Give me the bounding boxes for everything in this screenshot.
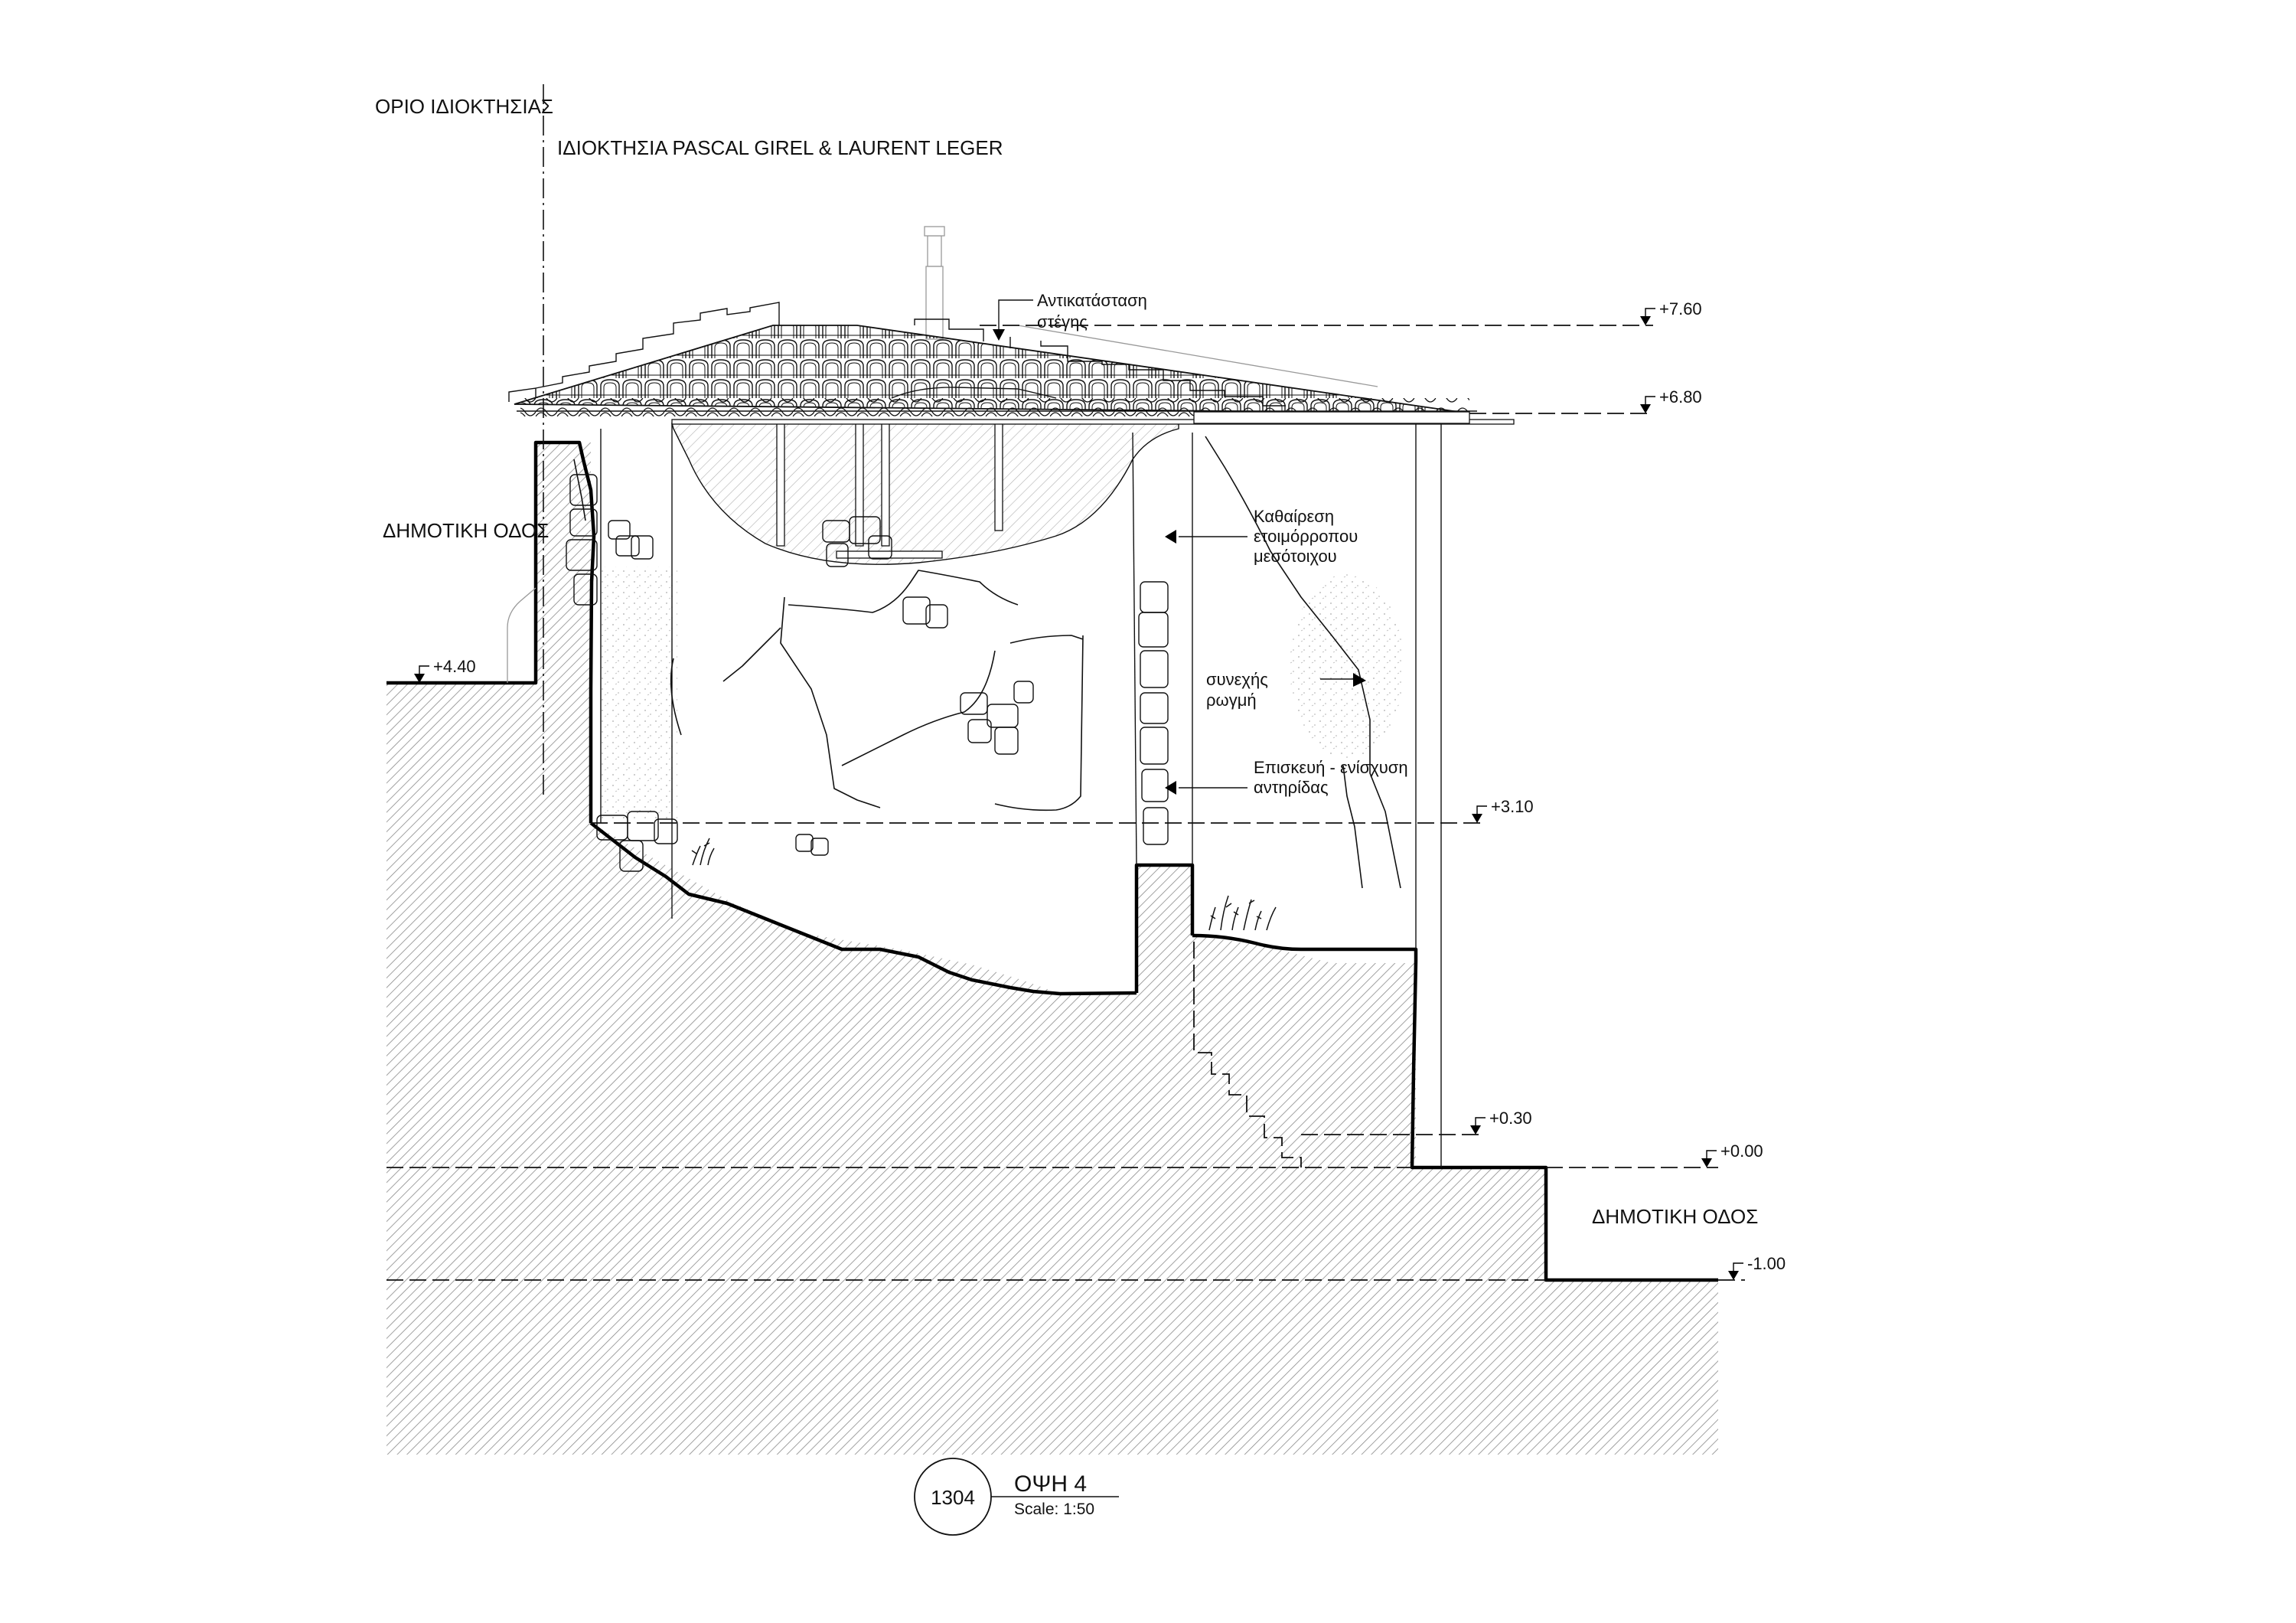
level-triangle-icon	[1701, 1158, 1712, 1167]
roof-underside-hatch	[671, 423, 1179, 565]
level-marker-lvl-440: +4.40	[414, 657, 476, 683]
roof-ridge-steps-right	[914, 318, 1286, 407]
level-label: +4.40	[433, 657, 476, 676]
demolish-wall-note-line3: μεσότοιχου	[1254, 547, 1337, 566]
roof-perspective-line	[1017, 325, 1378, 387]
level-label: -1.00	[1747, 1254, 1786, 1273]
level-marker-lvl-030: +0.30	[1470, 1109, 1532, 1135]
level-lines	[386, 325, 1745, 1281]
title-block: 1304 ΟΨΗ 4 Scale: 1:50	[914, 1458, 1119, 1536]
roof-replacement-note-line2: στέγης	[1037, 312, 1088, 331]
terrain-outline-buttress	[1134, 863, 1195, 993]
level-marker-lvl-000: +0.00	[1701, 1141, 1763, 1167]
crack-leader-arrowhead	[1353, 673, 1366, 687]
building-elevation	[566, 423, 1442, 1167]
neighbor-wall-curve	[507, 587, 536, 683]
view-scale: Scale: 1:50	[1014, 1501, 1094, 1518]
crack-line-secondary	[1342, 765, 1363, 889]
roof-fascia	[671, 419, 1515, 425]
demolish-wall-note-line2: ετοιμόρροπου	[1254, 527, 1358, 546]
demolish-leader-arrowhead	[1165, 530, 1176, 544]
roof-ridge-steps	[508, 302, 780, 402]
vegetation	[691, 838, 1277, 931]
continuous-crack-line	[1205, 436, 1401, 889]
level-triangle-icon	[1640, 316, 1651, 325]
level-marker-lvl-680: +6.80	[1640, 387, 1702, 413]
level-triangle-icon	[414, 674, 425, 683]
level-triangle-icon	[1472, 814, 1482, 823]
level-leader	[1475, 1117, 1486, 1125]
demolish-wall-note-line1: Καθαίρεση	[1254, 507, 1334, 526]
roof-bulge	[891, 387, 1057, 399]
buttress-left-edge	[1132, 432, 1137, 866]
facade-cracks	[573, 459, 1084, 812]
level-label: +0.30	[1489, 1109, 1532, 1128]
terrain-outline-slope	[589, 821, 1137, 996]
plaster-zone-left	[601, 567, 677, 819]
level-triangle-icon	[1640, 404, 1651, 413]
level-label: +7.60	[1659, 299, 1702, 318]
buttress-leader-arrowhead	[1165, 781, 1176, 795]
street-left-label: ΔΗΜΟΤΙΚΗ ΟΔΟΣ	[383, 519, 549, 542]
level-marker-lvl-m100: -1.00	[1728, 1254, 1786, 1280]
level-label: +6.80	[1659, 387, 1702, 407]
level-leader	[1706, 1150, 1717, 1158]
leader-arrows	[993, 299, 1366, 795]
continuous-crack-note-line2: ρωγμή	[1206, 691, 1257, 710]
property-boundary-label: ΟΡΙΟ ΙΔΙΟΚΤΗΣΙΑΣ	[375, 95, 553, 118]
roof	[508, 226, 1515, 425]
window-lintel	[836, 550, 943, 559]
roof-replacement-note-line1: Αντικατάσταση	[1037, 291, 1147, 310]
level-label: +0.00	[1720, 1141, 1763, 1161]
roof-leader-arrowhead	[993, 329, 1005, 341]
labels: ΟΡΙΟ ΙΔΙΟΚΤΗΣΙΑΣ ΙΔΙΟΚΤΗΣΙΑ PASCAL GIREL…	[375, 95, 1758, 1228]
hidden-stair	[1193, 942, 1302, 1167]
level-marker-lvl-760: +7.60	[1640, 299, 1702, 325]
view-title: ΟΨΗ 4	[1014, 1471, 1087, 1497]
neighbor-property-label: ΙΔΙΟΚΤΗΣΙΑ PASCAL GIREL & LAURENT LEGER	[557, 136, 1003, 159]
level-leader	[1476, 805, 1487, 814]
roof-leader-line	[998, 299, 1033, 337]
level-marker-lvl-310: +3.10	[1472, 797, 1534, 823]
level-leader	[1645, 308, 1655, 316]
ground-fill	[386, 442, 1718, 1455]
roof-fascia-right	[1193, 411, 1470, 424]
view-number: 1304	[931, 1486, 975, 1509]
level-triangle-icon	[1470, 1125, 1481, 1135]
ground-section	[386, 440, 1718, 1455]
repair-buttress-note-line1: Επισκευή - ενίσχυση	[1254, 758, 1408, 777]
continuous-crack-note-line1: συνεχής	[1206, 670, 1268, 689]
chimney	[924, 226, 945, 340]
terrain-outline-right	[1192, 933, 1718, 1282]
level-label: +3.10	[1491, 797, 1534, 816]
level-markers: +7.60 +6.80 +4.40 +3.10 +0.30 +0.00 -1.00	[414, 299, 1786, 1280]
street-right-label: ΔΗΜΟΤΙΚΗ ΟΔΟΣ	[1592, 1205, 1758, 1228]
level-leader	[1645, 396, 1655, 404]
level-leader	[1733, 1262, 1743, 1271]
repair-buttress-note-line2: αντηρίδας	[1254, 778, 1329, 797]
crack-stipple-zone	[1290, 574, 1404, 758]
stone-masonry	[566, 474, 1169, 872]
level-leader	[419, 665, 429, 674]
level-triangle-icon	[1728, 1271, 1739, 1280]
